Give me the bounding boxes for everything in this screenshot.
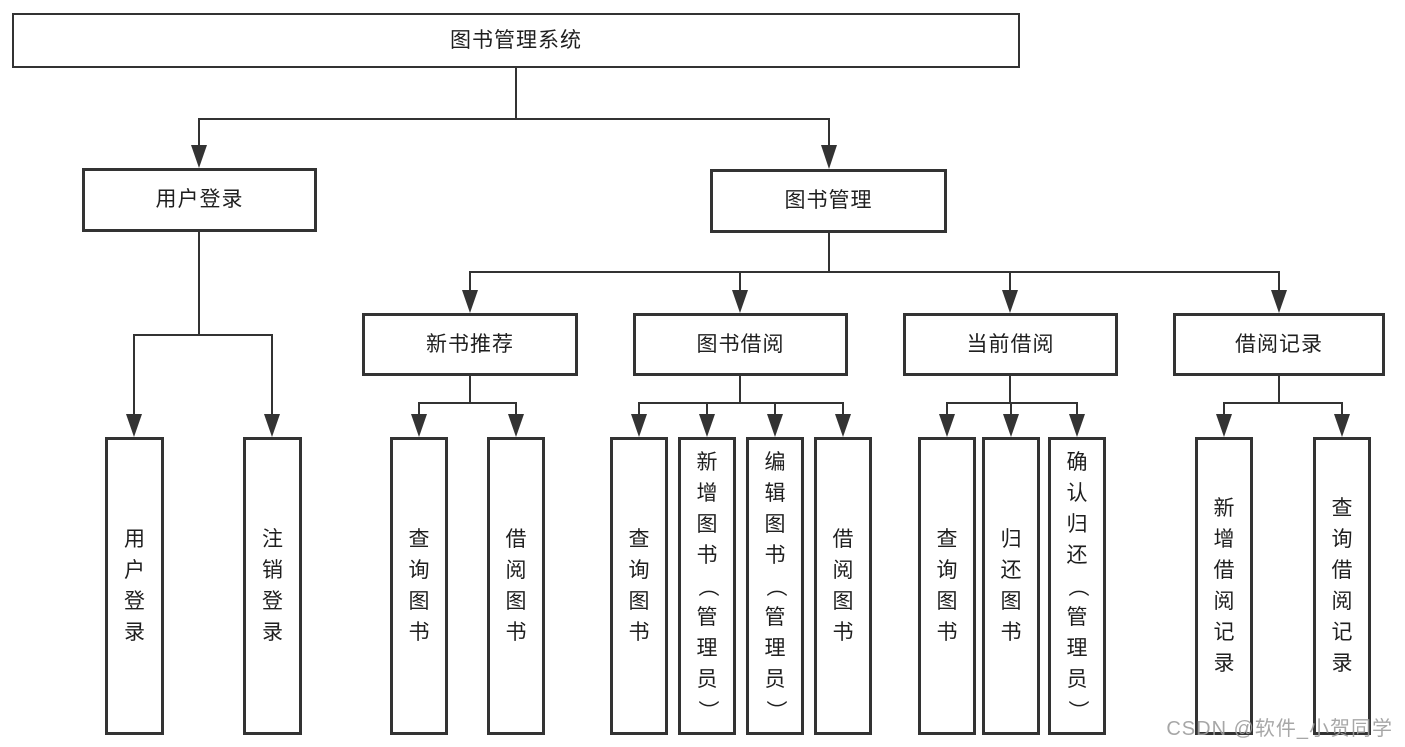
leaf-query-books-borrow: 查询图书 — [610, 437, 668, 735]
leaf-query-borrow-record: 查询借阅记录 — [1313, 437, 1371, 735]
leaf-return-books: 归还图书 — [982, 437, 1040, 735]
leaf-edit-books-admin: 编辑图书（管理员） — [746, 437, 804, 735]
leaf-user-login: 用户登录 — [105, 437, 164, 735]
csdn-watermark: CSDN @软件_小贺同学 — [1166, 718, 1393, 740]
leaf-query-books-recommend: 查询图书 — [390, 437, 448, 735]
node-new-book-recommend: 新书推荐 — [362, 313, 578, 376]
node-current-borrow: 当前借阅 — [903, 313, 1118, 376]
node-user-login: 用户登录 — [82, 168, 317, 232]
leaf-logout: 注销登录 — [243, 437, 302, 735]
leaf-add-books-admin: 新增图书（管理员） — [678, 437, 736, 735]
leaf-confirm-return-admin: 确认归还（管理员） — [1048, 437, 1106, 735]
node-borrow-records: 借阅记录 — [1173, 313, 1385, 376]
arrowhead-icons — [126, 145, 1350, 437]
leaf-borrow-books: 借阅图书 — [814, 437, 872, 735]
node-book-management: 图书管理 — [710, 169, 947, 233]
node-root-library-system: 图书管理系统 — [12, 13, 1020, 68]
leaf-borrow-books-recommend: 借阅图书 — [487, 437, 545, 735]
leaf-query-books-current: 查询图书 — [918, 437, 976, 735]
leaf-add-borrow-record: 新增借阅记录 — [1195, 437, 1253, 735]
node-book-borrow: 图书借阅 — [633, 313, 848, 376]
